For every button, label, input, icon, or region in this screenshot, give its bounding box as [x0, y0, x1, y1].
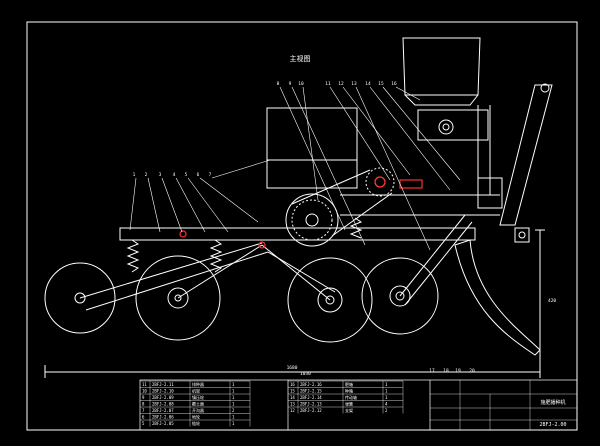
part-label: 2: [145, 172, 148, 178]
spring-1: [126, 239, 140, 273]
bom-cell: 传动轴: [345, 394, 357, 400]
spring-3: [349, 217, 363, 239]
title-block-grid: [430, 380, 577, 430]
dimension-label-length: 1680: [287, 365, 298, 371]
part-label: 14: [365, 81, 371, 87]
bom-cell: 2BFJ-2.07: [152, 408, 174, 413]
red-bracket: [399, 179, 423, 189]
part-label: 1: [133, 172, 136, 178]
press-wheel-front: [44, 262, 116, 334]
coulter-disc-left: [135, 255, 221, 341]
bom-cell: 2: [232, 408, 235, 413]
bom-cell: 2BFJ-2.13: [300, 402, 322, 407]
bom-cell: 13: [290, 402, 295, 407]
bom-cell: 16: [290, 382, 295, 387]
product-name: 施肥播种机: [540, 399, 565, 406]
title-block: [139, 379, 578, 431]
bom-cell: 2BFJ-2.09: [152, 395, 174, 400]
seed-box: [417, 109, 489, 141]
bom-cell: 种箱: [345, 388, 353, 394]
coulter-disc-middle: [287, 257, 373, 343]
part-label: 9: [289, 81, 292, 87]
bom-cell: 排种器: [192, 381, 204, 387]
bom-cell: 肥箱: [345, 381, 353, 387]
bom-cell: 1: [232, 421, 235, 426]
part-label: 11: [325, 81, 331, 87]
part-label: 17: [429, 368, 435, 374]
bom-cell: 1: [232, 402, 235, 407]
part-label: 4: [173, 172, 176, 178]
drawing-number: 2BFJ-2.00: [539, 422, 566, 428]
furrow-opener: [454, 239, 541, 356]
part-label: 3: [159, 172, 162, 178]
bom-cell: 1: [385, 382, 388, 387]
part-label: 15: [378, 81, 384, 87]
part-label: 13: [351, 81, 357, 87]
bom-cell: 2BFJ-2.12: [300, 408, 322, 413]
bom-cell: 7: [142, 408, 145, 413]
part-label: 5: [185, 172, 188, 178]
part-label: 12: [338, 81, 344, 87]
ground-wheel: [361, 257, 439, 335]
bom-cell: 2BFJ-2.15: [300, 389, 322, 394]
part-label: 10: [298, 81, 304, 87]
view-title: 主视图: [290, 54, 311, 63]
part-label: 20: [469, 368, 475, 374]
part-label: 18: [443, 368, 449, 374]
bom-cell: 机架: [192, 388, 200, 394]
bom-cell: 1: [232, 389, 235, 394]
bom-cell: 链轮: [192, 420, 200, 426]
bom-cell: 14: [290, 395, 295, 400]
bom-cell: 8: [142, 402, 145, 407]
bom-cell: 2BFJ-2.08: [152, 402, 174, 407]
bom-cell: 1: [232, 415, 235, 420]
bom-cell: 1: [385, 389, 388, 394]
bom-cell: 10: [142, 389, 147, 394]
bom-cell: 地轮: [192, 414, 200, 420]
bom-cell: 2BFJ-2.05: [152, 421, 174, 426]
bom-cell: 2BFJ-2.14: [300, 395, 322, 400]
bom-cell: 5: [142, 421, 145, 426]
spring-2: [209, 239, 223, 273]
red-bearing: [374, 176, 386, 188]
part-label: 7: [209, 172, 212, 178]
bom-cell: 15: [290, 389, 295, 394]
bom-cell: 1: [232, 382, 235, 387]
bom-cell: 镇压轮: [192, 394, 204, 400]
bom-cell: 1: [385, 395, 388, 400]
drive-sprocket: [285, 193, 339, 247]
dimension-label-mid: 1030: [300, 371, 311, 377]
hitch-tower: [499, 84, 553, 226]
leader-lines: [129, 86, 461, 251]
main-box: [266, 107, 358, 189]
bom-cell: 6: [142, 415, 145, 420]
dimension-label-height: 420: [548, 298, 556, 304]
bom-cell: 弹簧: [345, 401, 353, 407]
upper-sprocket: [365, 167, 395, 197]
bom-cell: 2BFJ-2.16: [300, 382, 322, 387]
machine-assembly: [44, 37, 553, 378]
part-label: 6: [197, 172, 200, 178]
bom-cell: 9: [142, 395, 145, 400]
bom-cell: 支架: [345, 407, 353, 413]
bom-cell: 12: [290, 408, 295, 413]
part-label: 16: [391, 81, 397, 87]
bom-cell: 1: [232, 395, 235, 400]
bom-cell: 11: [142, 382, 147, 387]
bom-cell: 2BFJ-2.06: [152, 415, 174, 420]
frame-beam: [119, 227, 476, 241]
bom-cell: 2BFJ-2.10: [152, 389, 174, 394]
bom-cell: 覆土器: [192, 401, 204, 407]
bom-cell: 2: [385, 408, 388, 413]
bom-cell: 4: [385, 402, 388, 407]
part-label: 19: [455, 368, 461, 374]
bom-cell: 开沟器: [192, 407, 204, 413]
bom-cell: 2BFJ-2.11: [152, 382, 174, 387]
part-label: 8: [277, 81, 280, 87]
